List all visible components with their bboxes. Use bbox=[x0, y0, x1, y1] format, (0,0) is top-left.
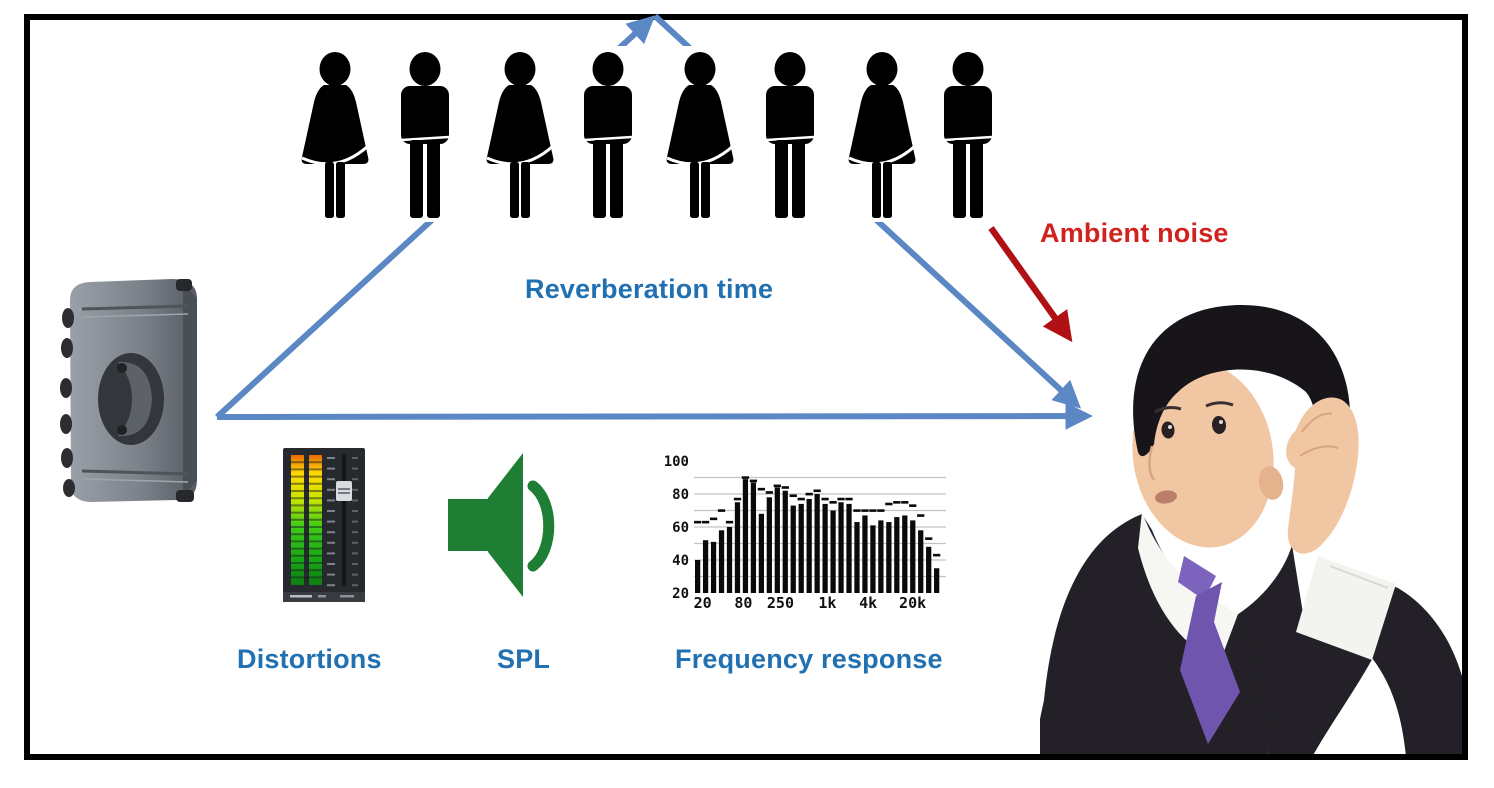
fr-peak-marker bbox=[797, 497, 805, 501]
frequency-response-label: Frequency response bbox=[675, 644, 943, 674]
fr-peak-marker bbox=[709, 517, 718, 521]
fr-bar bbox=[926, 546, 932, 593]
fr-bar bbox=[774, 487, 780, 593]
fr-bar bbox=[798, 503, 804, 593]
fr-bar bbox=[766, 497, 772, 593]
arrow-speaker-to-listener bbox=[216, 402, 1093, 430]
fr-bar bbox=[742, 479, 749, 593]
fr-peak-marker bbox=[853, 509, 861, 512]
fr-peak-marker bbox=[741, 476, 750, 479]
distortions-label: Distortions bbox=[237, 644, 382, 674]
fr-bar bbox=[902, 515, 908, 593]
fr-y-tick: 80 bbox=[672, 487, 689, 503]
fr-peak-marker bbox=[933, 553, 941, 557]
fr-bar bbox=[862, 515, 868, 593]
listening-man-image bbox=[1040, 304, 1462, 754]
fr-peak-marker bbox=[861, 509, 869, 512]
fr-bar bbox=[790, 505, 796, 593]
fr-bar bbox=[830, 510, 836, 593]
fr-bar bbox=[782, 490, 788, 593]
fr-peak-marker bbox=[837, 497, 845, 501]
fr-bar bbox=[758, 513, 765, 593]
ambient-noise-arrow bbox=[988, 226, 1073, 343]
direct-sound-arrows bbox=[216, 226, 1093, 430]
fr-peak-marker bbox=[765, 491, 773, 494]
fr-peak-marker bbox=[773, 484, 781, 488]
fr-bar bbox=[702, 540, 709, 593]
fr-peak-marker bbox=[893, 501, 901, 504]
vu-slider-track bbox=[342, 455, 346, 585]
fr-x-tick: 250 bbox=[767, 594, 794, 612]
fr-peak-marker bbox=[821, 497, 829, 501]
fr-y-tick: 100 bbox=[664, 454, 689, 470]
fr-x-tick: 4k bbox=[859, 594, 877, 612]
spl-label: SPL bbox=[497, 644, 551, 674]
fr-peak-marker bbox=[694, 520, 702, 524]
fr-peak-marker bbox=[845, 497, 853, 501]
vu-slider-knob bbox=[336, 481, 352, 501]
fr-y-tick: 40 bbox=[672, 553, 689, 569]
fr-peak-marker bbox=[917, 514, 925, 517]
fr-peak-marker bbox=[901, 501, 909, 504]
slide-border-frame bbox=[24, 14, 1468, 760]
fr-peak-marker bbox=[829, 501, 837, 504]
fr-peak-marker bbox=[733, 497, 742, 501]
fr-peak-marker bbox=[749, 479, 758, 483]
frequency-response-chart: 100 80 60 40 20 20 80 250 1k 4k 20k bbox=[663, 444, 950, 614]
fr-x-tick: 20 bbox=[694, 594, 712, 612]
ambient-noise-label: Ambient noise bbox=[1040, 218, 1229, 248]
fr-y-tick: 20 bbox=[672, 586, 689, 602]
fr-y-tick: 60 bbox=[672, 520, 689, 536]
fr-bar bbox=[886, 522, 892, 593]
fr-bar bbox=[718, 530, 725, 593]
fr-bar bbox=[734, 502, 741, 593]
reverberation-time-label: Reverberation time bbox=[525, 274, 774, 304]
vu-meter-image bbox=[283, 448, 365, 602]
loudspeaker-image bbox=[60, 279, 197, 502]
speaker-handle-recess bbox=[98, 353, 164, 445]
fr-x-tick: 80 bbox=[734, 594, 752, 612]
fr-bar bbox=[838, 502, 844, 593]
fr-peak-marker bbox=[789, 494, 797, 498]
fr-peak-marker bbox=[869, 509, 877, 512]
fr-bar bbox=[846, 503, 852, 593]
fr-peak-marker bbox=[701, 520, 710, 524]
fr-x-tick: 20k bbox=[899, 594, 926, 612]
fr-bar bbox=[750, 482, 757, 593]
fr-peak-marker bbox=[813, 489, 821, 493]
fr-peak-marker bbox=[717, 509, 726, 512]
fr-bar bbox=[695, 560, 701, 593]
fr-bar bbox=[710, 541, 717, 593]
fr-bar bbox=[726, 527, 733, 593]
fr-bar bbox=[814, 494, 820, 593]
spl-volume-icon bbox=[448, 453, 555, 597]
man-hand-cupping-ear bbox=[1286, 397, 1359, 554]
fr-bar bbox=[878, 520, 884, 593]
fr-x-tick: 1k bbox=[818, 594, 836, 612]
fr-bar bbox=[822, 503, 828, 593]
fr-peak-marker bbox=[877, 509, 885, 512]
fr-bar bbox=[854, 522, 860, 593]
fr-peak-marker bbox=[725, 520, 734, 524]
fr-peak-marker bbox=[925, 537, 933, 540]
fr-peak-marker bbox=[757, 487, 766, 491]
fr-bar bbox=[870, 525, 876, 593]
fr-bar bbox=[806, 498, 812, 593]
fr-peak-marker bbox=[885, 502, 893, 506]
fr-peak-marker bbox=[805, 492, 813, 496]
fr-peak-marker bbox=[781, 486, 789, 489]
fr-bar bbox=[910, 520, 916, 593]
fr-bar bbox=[894, 517, 900, 593]
man-face bbox=[1132, 304, 1351, 548]
fr-peak-marker bbox=[909, 504, 917, 507]
fr-bar bbox=[918, 530, 924, 593]
fr-bar bbox=[934, 568, 940, 593]
